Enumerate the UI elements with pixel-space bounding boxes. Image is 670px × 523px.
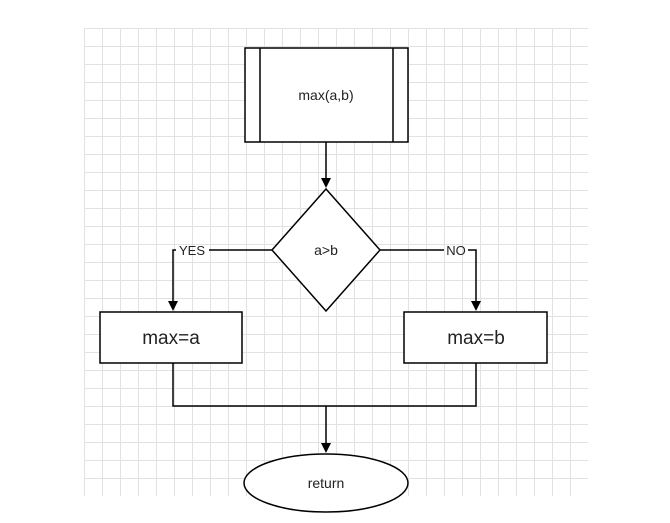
max-b-node-label: max=b: [447, 328, 505, 349]
decision-node: a>b: [270, 187, 382, 313]
decision-node-label: a>b: [314, 242, 338, 258]
max-a-node: max=a: [99, 311, 243, 364]
end-node-label: return: [308, 475, 345, 491]
edge-no: NO: [380, 243, 481, 311]
max-a-node-label: max=a: [142, 328, 200, 349]
edge-yes: YES: [168, 243, 272, 311]
start-node: max(a,b): [244, 47, 409, 143]
start-node-label: max(a,b): [298, 87, 353, 103]
edge-yes-label: YES: [179, 243, 205, 258]
max-b-node: max=b: [403, 311, 548, 364]
edge-no-label: NO: [446, 243, 466, 258]
edge-merge: [172, 363, 477, 453]
end-node: return: [243, 453, 409, 513]
